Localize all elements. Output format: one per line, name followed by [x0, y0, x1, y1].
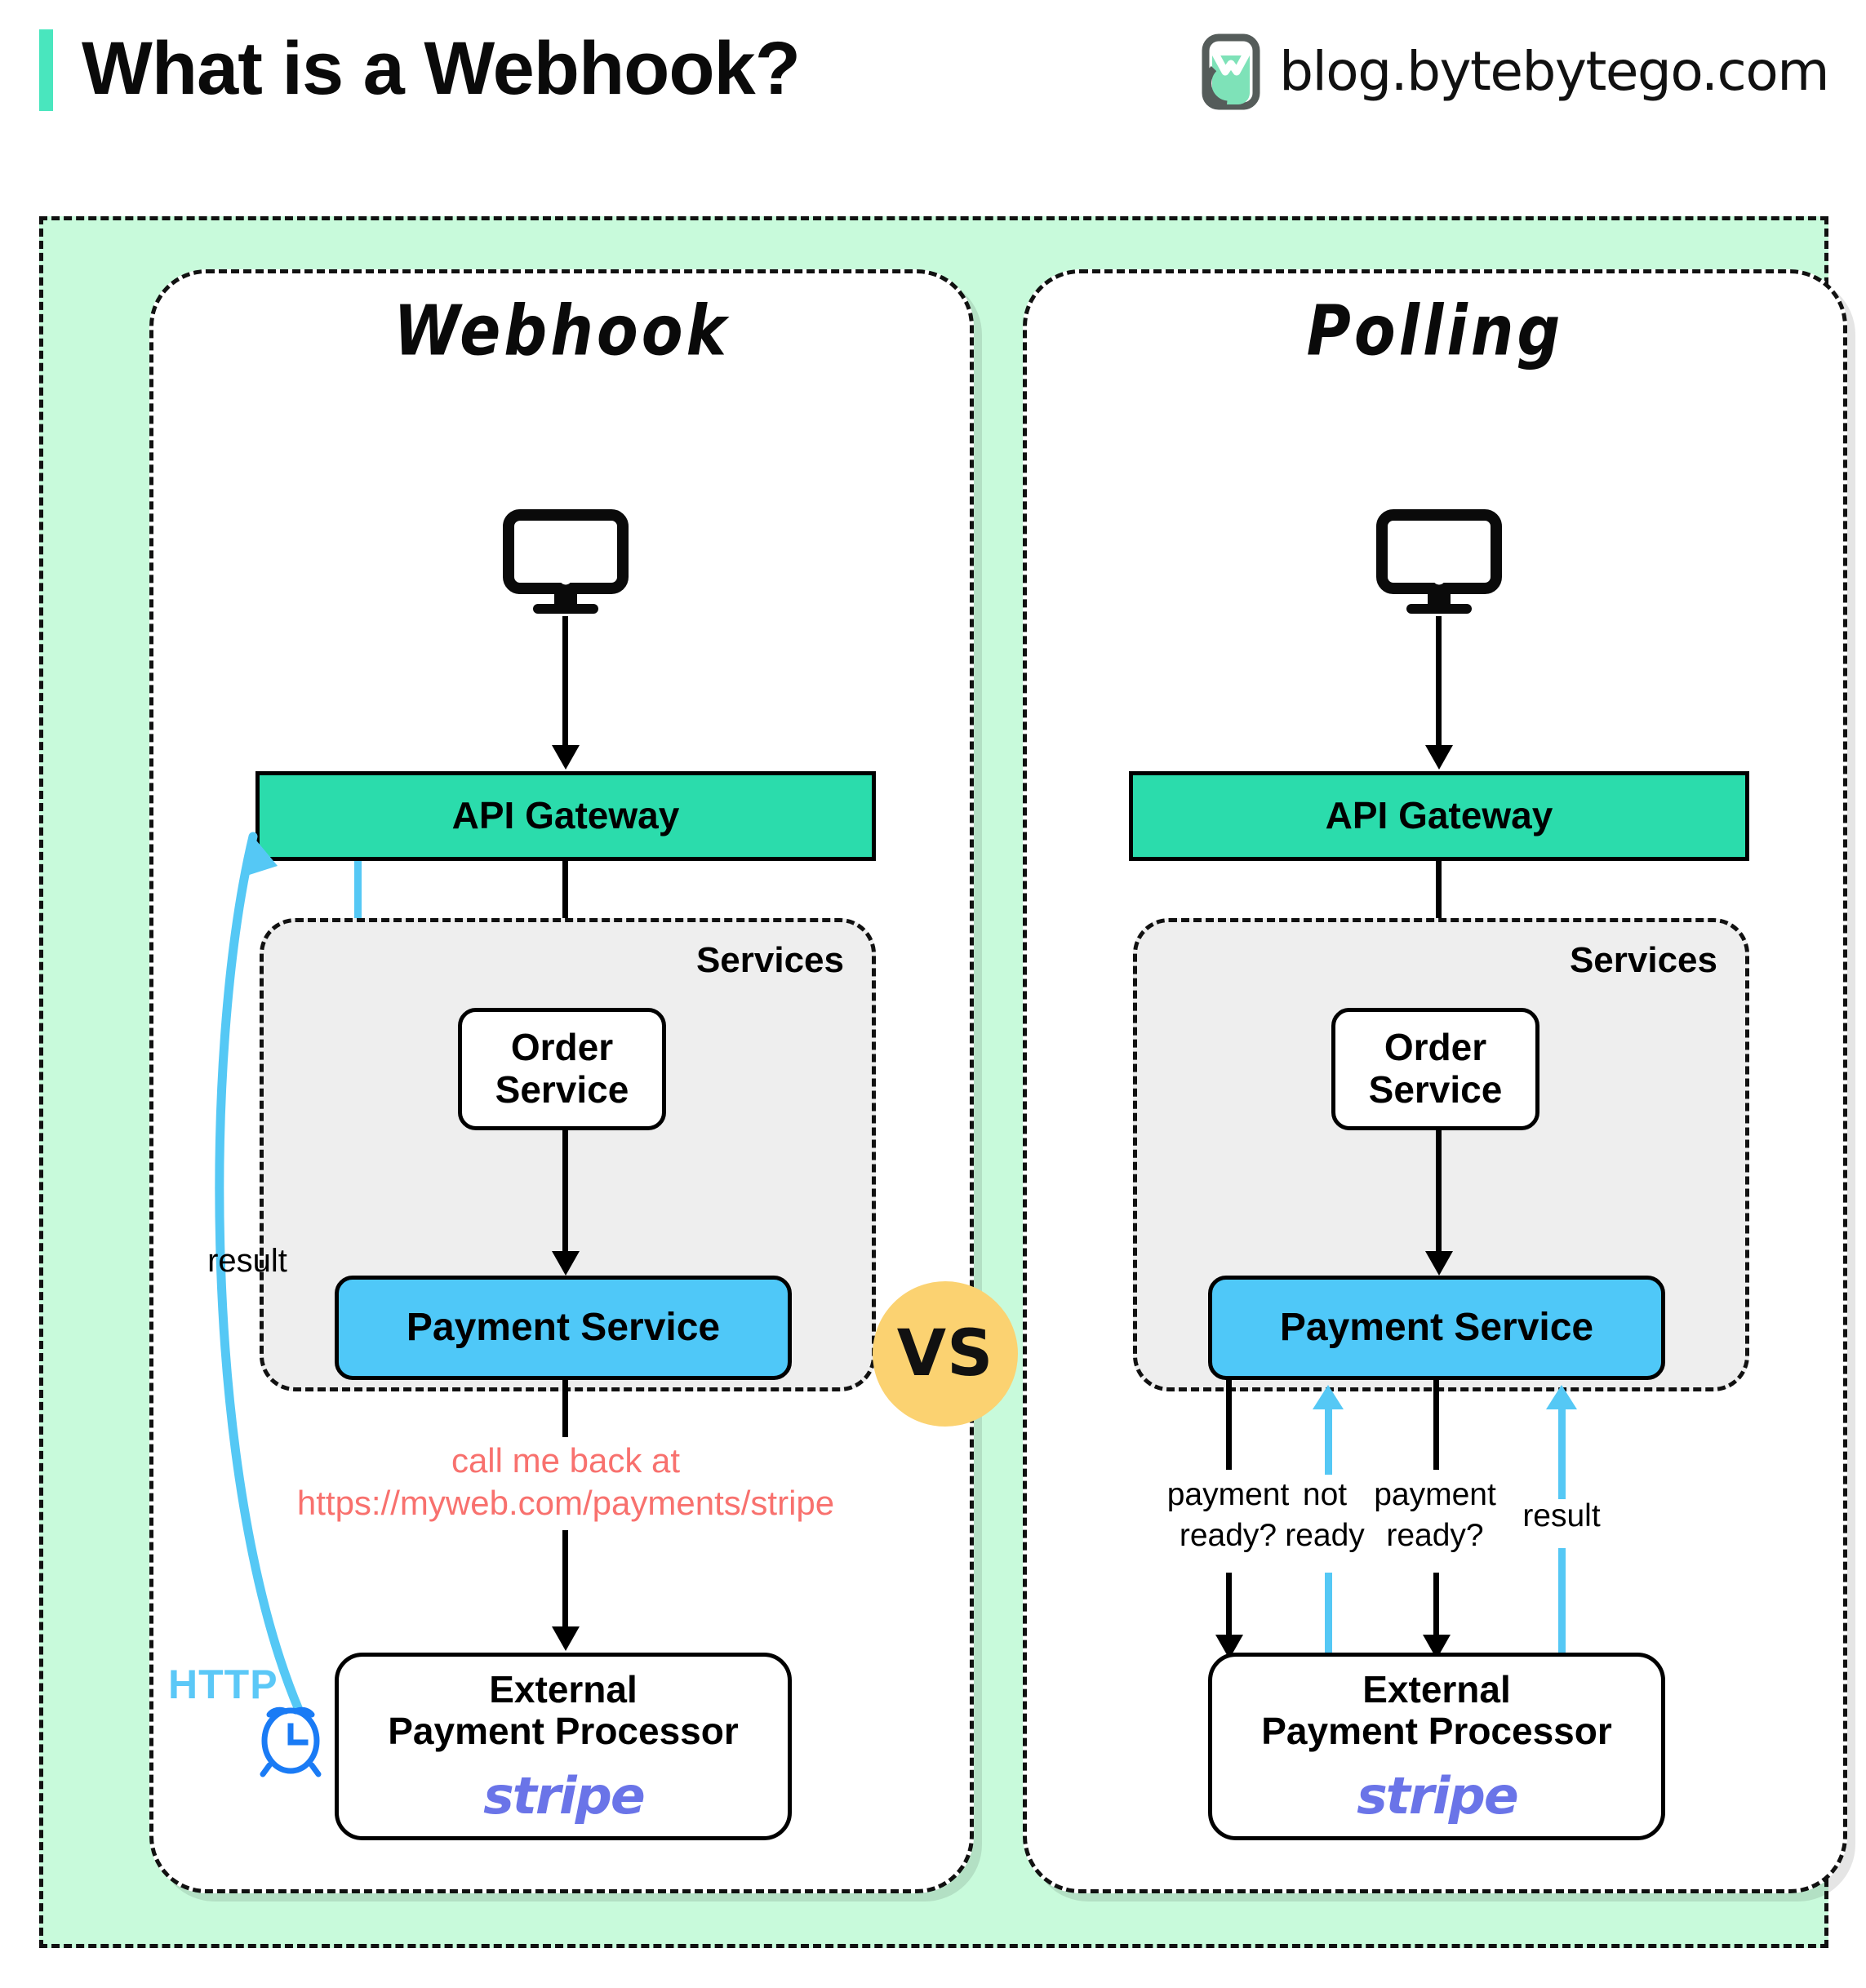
stripe-logo: stripe	[1356, 1765, 1519, 1826]
arrowhead-client-to-gateway	[1425, 745, 1453, 770]
polling-api-gateway[interactable]: API Gateway	[1129, 771, 1749, 861]
edge-poll1-response-top	[1325, 1409, 1332, 1475]
monitor-icon	[1376, 509, 1502, 616]
arrowhead-client-to-gateway	[552, 745, 580, 770]
edge-poll2-request-top	[1433, 1380, 1439, 1470]
http-label: HTTP	[168, 1662, 278, 1707]
webhook-services-label: Services	[695, 940, 844, 980]
webhook-order-service-line2: Service	[495, 1068, 629, 1111]
alarm-clock-icon	[251, 1693, 330, 1778]
polling-order-service-line1: Order	[1384, 1026, 1487, 1069]
poll1-response-label-line2: ready	[1285, 1518, 1365, 1553]
edge-poll2-result-top	[1558, 1409, 1566, 1499]
webhook-api-gateway-label: API Gateway	[451, 794, 680, 837]
arrowhead-order-to-payment	[1425, 1251, 1453, 1276]
edge-order-to-payment	[562, 1130, 568, 1253]
polling-order-service-line2: Service	[1368, 1068, 1503, 1111]
webhook-card: Webhook API Gateway Services	[149, 269, 974, 1893]
page-header: What is a Webhook? blog.bytebytego.com	[0, 0, 1866, 139]
polling-api-gateway-label: API Gateway	[1325, 794, 1553, 837]
poll2-result-label: result	[1522, 1498, 1601, 1533]
brand-text: blog.bytebytego.com	[1279, 40, 1829, 103]
poll1-request-label-line2: ready?	[1179, 1518, 1277, 1553]
arrowhead-order-to-payment	[552, 1251, 580, 1276]
vs-badge: VS	[873, 1281, 1018, 1427]
arrowhead-poll1-response	[1313, 1385, 1344, 1409]
title-accent-bar	[39, 29, 53, 111]
webhook-order-service-line1: Order	[510, 1026, 614, 1069]
vs-badge-label: VS	[896, 1317, 994, 1391]
webhook-order-service[interactable]: Order Service	[458, 1008, 666, 1130]
webhook-processor-line1: External	[489, 1667, 638, 1711]
edge-order-to-payment	[1436, 1130, 1442, 1253]
polling-payment-service[interactable]: Payment Service	[1208, 1276, 1665, 1380]
webhook-payment-service-label: Payment Service	[406, 1306, 721, 1350]
monitor-icon	[503, 509, 629, 616]
webhook-api-gateway[interactable]: API Gateway	[255, 771, 876, 861]
edge-payment-to-processor-top	[562, 1380, 568, 1437]
webhook-processor-line2: Payment Processor	[388, 1710, 739, 1753]
stripe-logo: stripe	[482, 1765, 646, 1826]
polling-processor-line2: Payment Processor	[1261, 1710, 1612, 1753]
webhook-payment-service[interactable]: Payment Service	[335, 1276, 792, 1380]
polling-order-service[interactable]: Order Service	[1331, 1008, 1539, 1130]
page-title: What is a Webhook?	[82, 27, 801, 110]
bytebytego-logo-icon	[1201, 33, 1261, 111]
poll2-request-label-line1: payment	[1374, 1477, 1496, 1512]
edge-poll1-request-bottom	[1226, 1573, 1232, 1636]
edge-poll2-result-bottom	[1558, 1548, 1566, 1654]
poll2-request-label-line2: ready?	[1386, 1518, 1484, 1553]
arrowhead-payment-to-processor	[552, 1626, 580, 1651]
polling-card: Polling API Gateway Services Order Servi…	[1023, 269, 1847, 1893]
polling-card-title: Polling	[1306, 291, 1564, 372]
webhook-result-label: result	[207, 1243, 287, 1279]
arrowhead-poll2-result	[1546, 1385, 1577, 1409]
webhook-external-processor[interactable]: External Payment Processor stripe	[335, 1653, 792, 1840]
callback-label-line2: https://myweb.com/payments/stripe	[296, 1484, 835, 1522]
polling-processor-line1: External	[1362, 1667, 1511, 1711]
edge-poll1-request-top	[1226, 1380, 1232, 1470]
webhook-card-title: Webhook	[393, 291, 730, 372]
edge-client-to-gateway	[1436, 616, 1442, 747]
polling-external-processor[interactable]: External Payment Processor stripe	[1208, 1653, 1665, 1840]
poll1-request-label-line1: payment	[1166, 1477, 1290, 1512]
diagram-panel: Webhook API Gateway Services	[39, 216, 1847, 1948]
edge-payment-to-processor-bottom	[562, 1530, 568, 1628]
callback-label-line1: call me back at	[451, 1441, 681, 1480]
brand-block: blog.bytebytego.com	[1201, 29, 1829, 114]
edge-poll2-request-bottom	[1433, 1573, 1439, 1636]
polling-payment-service-label: Payment Service	[1279, 1306, 1594, 1350]
polling-services-label: Services	[1569, 940, 1717, 980]
poll1-response-label-line1: not	[1302, 1477, 1348, 1512]
edge-poll1-response-bottom	[1325, 1573, 1332, 1654]
edge-client-to-gateway	[562, 616, 568, 747]
